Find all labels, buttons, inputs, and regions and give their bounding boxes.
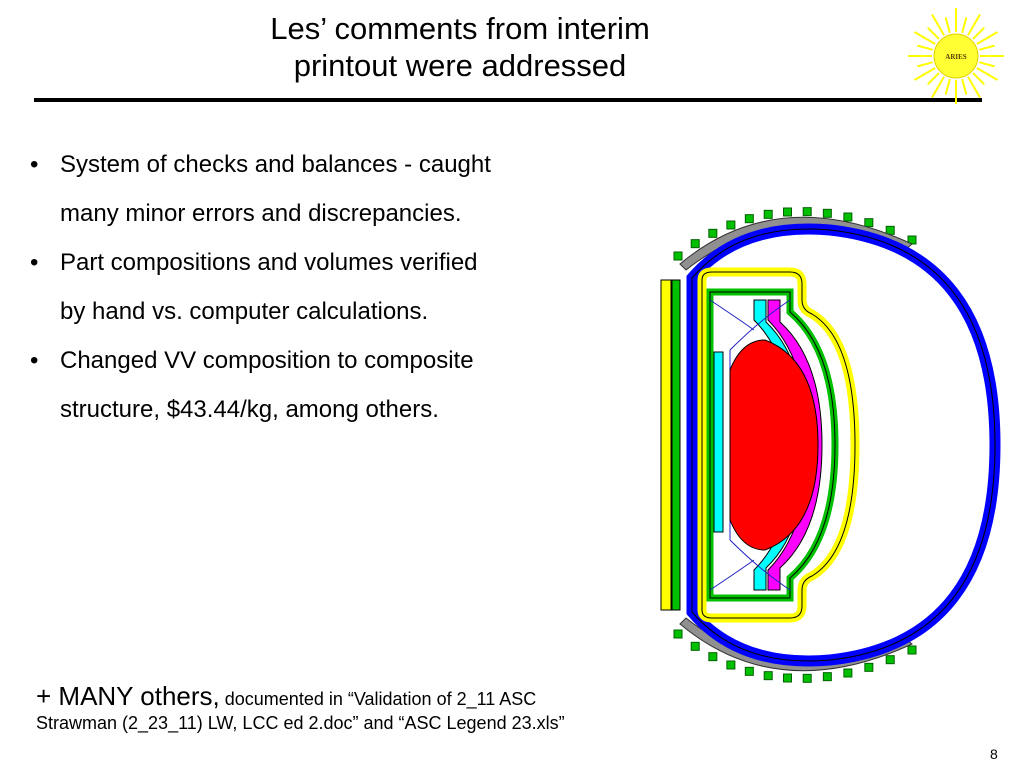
bullet-text-line2: by hand vs. computer calculations. <box>60 298 429 325</box>
sun-ray <box>976 31 999 45</box>
center-post <box>660 279 672 611</box>
bullet-icon: • <box>30 249 39 276</box>
sun-ray <box>978 44 995 51</box>
coil-square <box>744 666 754 676</box>
coil-squares <box>673 207 917 683</box>
sun-ray <box>917 44 934 51</box>
coil-square <box>673 629 683 639</box>
coil-square <box>802 207 812 217</box>
page-number: 8 <box>990 746 998 762</box>
coil-square <box>763 209 773 219</box>
bullet-text-line1: System of checks and balances - caught <box>60 151 491 178</box>
bullet-text-line1: Part compositions and volumes verified <box>60 249 478 276</box>
bullet-item: • Changed VV composition to composite st… <box>30 336 650 434</box>
footer-line-2: Strawman (2_23_11) LW, LCC ed 2.doc” and… <box>36 713 565 733</box>
sun-ray <box>931 76 945 99</box>
sun-ray <box>967 76 981 99</box>
coil-square <box>864 662 874 672</box>
bullet-icon: • <box>30 347 39 374</box>
coil-square <box>843 212 853 222</box>
bullet-icon: • <box>30 151 39 178</box>
sun-ray <box>927 27 940 40</box>
coil-square <box>802 673 812 683</box>
footer-emphasis: + MANY others, <box>36 681 220 711</box>
sun-ray <box>917 61 934 68</box>
sun-ray <box>961 78 968 95</box>
sun-ray <box>967 13 981 36</box>
bullet-text-line2: structure, $43.44/kg, among others. <box>60 396 439 423</box>
sun-ray <box>972 27 985 40</box>
divertor-lines <box>709 299 791 591</box>
coil-square <box>744 214 754 224</box>
coil-square <box>726 660 736 670</box>
bullet-item: • Part compositions and volumes verified… <box>30 238 650 336</box>
coil-square <box>726 220 736 230</box>
sun-ray <box>944 78 951 95</box>
coil-square <box>864 218 874 228</box>
aries-sun-logo-icon: ARIES <box>908 8 1004 104</box>
coil-square <box>708 652 718 662</box>
footer-note: + MANY others, documented in “Validation… <box>36 681 796 735</box>
coil-square <box>822 208 832 218</box>
footer-line-1-rest: documented in “Validation of 2_11 ASC <box>219 689 537 709</box>
title-line-2: printout were addressed <box>293 48 627 83</box>
coil-square <box>708 228 718 238</box>
coil-square <box>673 251 683 261</box>
sun-ray <box>976 67 999 81</box>
sun-ray <box>931 13 945 36</box>
coil-square <box>885 225 895 235</box>
bullet-list: • System of checks and balances - caught… <box>30 140 650 434</box>
sun-ray <box>913 31 936 45</box>
coil-square <box>763 671 773 681</box>
coil-square <box>822 672 832 682</box>
center-post-inner <box>671 279 681 611</box>
footer-line-1: + MANY others, documented in “Validation… <box>36 681 796 711</box>
sun-ray <box>913 67 936 81</box>
coil-square <box>843 668 853 678</box>
coil-square <box>783 207 792 217</box>
sun-ray <box>978 61 995 68</box>
logo-text: ARIES <box>945 53 967 61</box>
title-underline <box>34 98 982 102</box>
coil-square <box>690 239 700 249</box>
bullet-text-line1: Changed VV composition to composite <box>60 347 474 374</box>
bullet-item: • System of checks and balances - caught… <box>30 140 650 238</box>
sun-ray <box>944 17 951 34</box>
title-line-1: Les’ comments from interim <box>270 11 650 46</box>
coil-square <box>690 641 700 651</box>
plasma <box>729 339 819 551</box>
sun-ray <box>927 72 940 85</box>
sun-ray <box>972 72 985 85</box>
tokamak-cross-section-diagram-icon <box>660 207 1001 683</box>
sun-ray <box>961 17 968 34</box>
coil-square <box>783 673 792 683</box>
coil-square <box>907 645 917 655</box>
inboard-first-wall <box>713 351 724 533</box>
slide-title: Les’ comments from interim printout were… <box>150 10 770 84</box>
bullet-text-line2: many minor errors and discrepancies. <box>60 200 462 227</box>
coil-square <box>885 655 895 665</box>
